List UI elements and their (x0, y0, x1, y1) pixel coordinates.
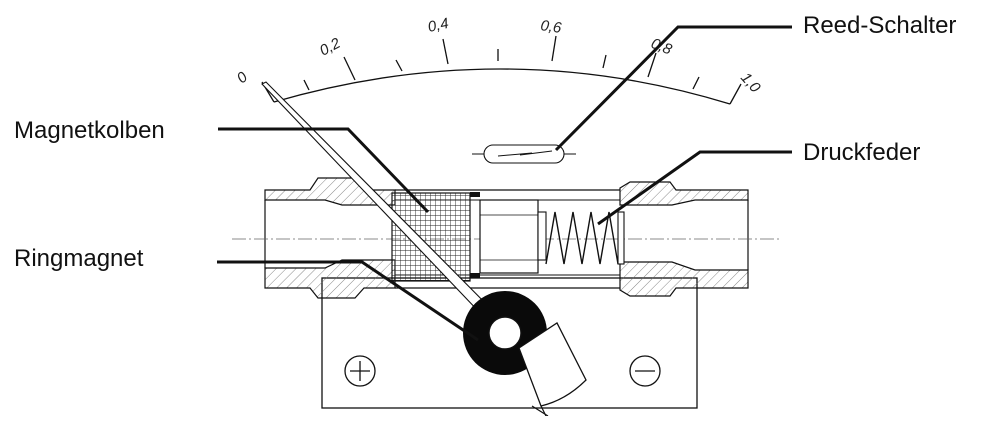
scale-tick-label: 0,6 (539, 17, 563, 37)
piston-seal (470, 192, 480, 197)
plus-icon (344, 355, 376, 387)
leader-reed-switch (554, 25, 792, 152)
leader-magnet-piston (218, 127, 430, 214)
scale-arc (273, 68, 731, 105)
scale-tick-label: 1,0 (737, 69, 764, 96)
label-compression-spring: Druckfeder (803, 139, 921, 166)
scale-tick-label: 0 (234, 68, 252, 87)
reed-switch (472, 144, 576, 164)
leader-compression-spring (597, 150, 792, 226)
label-reed-switch: Reed-Schalter (803, 12, 957, 39)
leader-lines (217, 25, 792, 342)
leader-ring-magnet (217, 260, 479, 342)
scale-tick-label: 0,2 (317, 34, 344, 59)
piston-body (479, 199, 539, 274)
compression-spring (545, 211, 619, 265)
piston-shoulder (537, 211, 547, 261)
minus-icon (629, 355, 661, 387)
counterweight-segment (518, 322, 587, 407)
label-magnet-piston: Magnetkolben (14, 117, 165, 144)
scale-tick-label: 0,8 (649, 35, 675, 59)
pivot-hub (488, 316, 522, 350)
scale-tick-label: 0,4 (426, 15, 450, 36)
spring-seat (617, 211, 625, 265)
magnet-piston (391, 192, 471, 282)
label-ring-magnet: Ringmagnet (14, 245, 144, 272)
valve-housing (264, 177, 749, 299)
piston-seal (470, 273, 480, 278)
